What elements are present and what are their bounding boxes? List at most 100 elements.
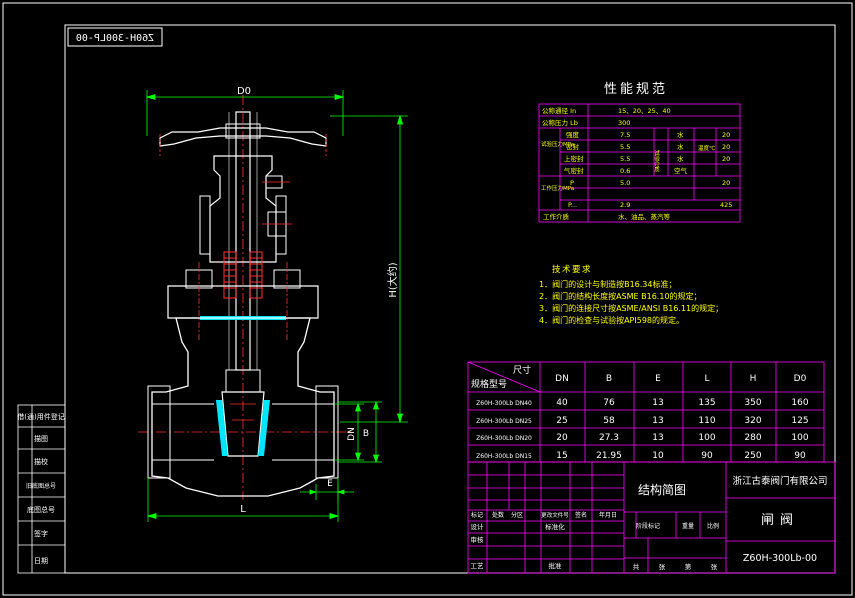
dim-table-header-size: 尺寸	[513, 364, 531, 376]
dim-label-d0: D0	[237, 86, 251, 97]
dim-table-header-model: 规格型号	[471, 378, 507, 390]
perf-test-label: 试验压力MPa	[541, 140, 574, 148]
tech-item: 2．阀门的结构长度按ASME B16.10的规定；	[539, 291, 702, 301]
dim-row-model: Z60H-300Lb DN20	[476, 435, 532, 442]
perf-medium-label: 试验介质	[653, 149, 660, 174]
dim-row-value: 40	[556, 398, 568, 408]
perf-work-p2-temp: 425	[720, 201, 732, 209]
perf-medium: 水	[677, 154, 684, 163]
drawing-title: 结构简图	[638, 482, 686, 497]
stage-header: 阶段标记	[636, 522, 660, 530]
dim-row-value: 160	[791, 398, 808, 408]
dim-col-header: E	[655, 374, 661, 384]
gate-valve-drawing	[138, 95, 352, 500]
dim-label-b: B	[363, 429, 369, 439]
rev-header: 年月日	[599, 511, 617, 519]
bonnet-flange	[167, 285, 319, 319]
drawing-code: Z60H-300Lb-00	[743, 553, 817, 564]
side-strip-label: 描图	[34, 434, 48, 443]
dim-col-header: DN	[555, 374, 569, 384]
perf-row-name: 上密封	[564, 154, 584, 163]
dim-label-dn: DN	[347, 427, 357, 441]
rev-header: 更改文件号	[541, 511, 569, 519]
part-name: 闸阀	[761, 513, 799, 528]
dim-col-header: L	[704, 374, 709, 384]
perf-title: 性能规范	[604, 82, 668, 97]
perf-table-text: 公称通径 In 15、20、25、40 公称压力 Lb 300 试验压力MPa …	[541, 106, 732, 221]
role-label: 审核	[471, 535, 485, 544]
perf-work-p2-value: 2.9	[620, 201, 630, 209]
dim-row-value: 10	[652, 451, 664, 461]
perf-temp: 20	[722, 155, 730, 163]
sheet-cell: 第	[685, 562, 692, 571]
tech-item: 3．阀门的连接尺寸按ASME/ANSI B16.11的规定；	[539, 303, 723, 313]
valve-body	[151, 317, 335, 497]
dim-row-value: 76	[603, 398, 615, 408]
mirrored-code-box: Z60H-300LP-00	[67, 27, 163, 47]
dim-col-header: B	[606, 374, 612, 384]
rev-header: 分区	[511, 511, 523, 519]
rev-header: 签名	[575, 511, 587, 519]
side-strip: 借(通)用件登记 描图 描校 旧底图总号 底图总号 签字 日期	[17, 404, 66, 574]
dim-row-model: Z60H-300Lb DN25	[476, 418, 532, 425]
side-strip-label: 底图总号	[27, 505, 55, 514]
dim-row-value: 21.95	[596, 451, 622, 461]
stage-header: 比例	[707, 522, 719, 530]
perf-row-value: 7.5	[620, 131, 630, 139]
company-name: 浙江古泰阀门有限公司	[732, 475, 827, 487]
perf-temp: 20	[722, 131, 730, 139]
dim-row-value: 90	[794, 451, 806, 461]
dim-row-value: 100	[791, 433, 808, 443]
dim-row-value: 250	[744, 451, 761, 461]
dim-row-value: 280	[744, 433, 761, 443]
dim-row-value: 100	[698, 433, 715, 443]
rev-header: 处数	[492, 511, 504, 519]
dim-row-value: 13	[652, 433, 663, 443]
approve-label: 批准	[549, 561, 563, 570]
dim-row-model: Z60H-300Lb DN15	[476, 453, 532, 460]
title-block-text: 结构简图 浙江古泰阀门有限公司 闸阀 Z60H-300Lb-00 标记 处数 分…	[471, 475, 828, 571]
rev-header: 标记	[471, 511, 483, 519]
seat-ring-left	[216, 400, 228, 456]
perf-work-p-value: 5.0	[620, 179, 630, 187]
dim-row-value: 320	[744, 416, 761, 426]
sheet-cell: 张	[659, 562, 666, 571]
perf-press-label: 公称压力 Lb	[542, 118, 578, 127]
dim-label-e: E	[327, 479, 333, 489]
perf-row-value: 5.5	[620, 155, 630, 163]
dim-row-value: 110	[698, 416, 715, 426]
side-strip-label: 描校	[34, 457, 48, 466]
perf-medium: 水	[677, 142, 684, 151]
mirrored-drawing-code: Z60H-300LP-00	[76, 33, 154, 44]
tech-title: 技术要求	[552, 264, 592, 275]
side-strip-label: 旧底图总号	[26, 482, 56, 490]
title-block	[467, 461, 836, 574]
dim-label-l: L	[240, 504, 246, 515]
perf-work-label: 工作压力MPa	[541, 184, 574, 192]
perf-work-medium-label: 工作介质	[543, 212, 570, 221]
dim-row-value: 90	[701, 451, 713, 461]
dim-col-header: H	[750, 374, 757, 384]
side-strip-label: 签字	[34, 529, 48, 538]
perf-row-name: 密封	[566, 142, 580, 151]
dim-row-model: Z60H-300Lb DN40	[476, 400, 532, 407]
side-strip-label: 日期	[34, 557, 48, 565]
dimension-lines	[145, 90, 408, 522]
role-label: 工艺	[471, 562, 485, 570]
dim-col-header: D0	[794, 374, 807, 384]
perf-medium: 水	[677, 130, 684, 139]
dim-row-value: 27.3	[599, 433, 619, 443]
dim-row-value: 13	[652, 416, 663, 426]
perf-press-value: 300	[618, 119, 630, 127]
perf-temp-label: 温度℃	[698, 144, 715, 152]
dim-table	[467, 361, 825, 463]
dim-row-value: 20	[556, 433, 568, 443]
perf-work-p-label: P	[570, 179, 574, 187]
dim-row-value: 125	[791, 416, 808, 426]
dim-row-value: 350	[744, 398, 761, 408]
dim-row-value: 25	[556, 416, 567, 426]
perf-work-p-temp: 20	[722, 179, 730, 187]
stage-header: 重量	[682, 522, 694, 530]
tech-item: 4．阀门的检查与试验按API598的规定。	[539, 315, 684, 325]
